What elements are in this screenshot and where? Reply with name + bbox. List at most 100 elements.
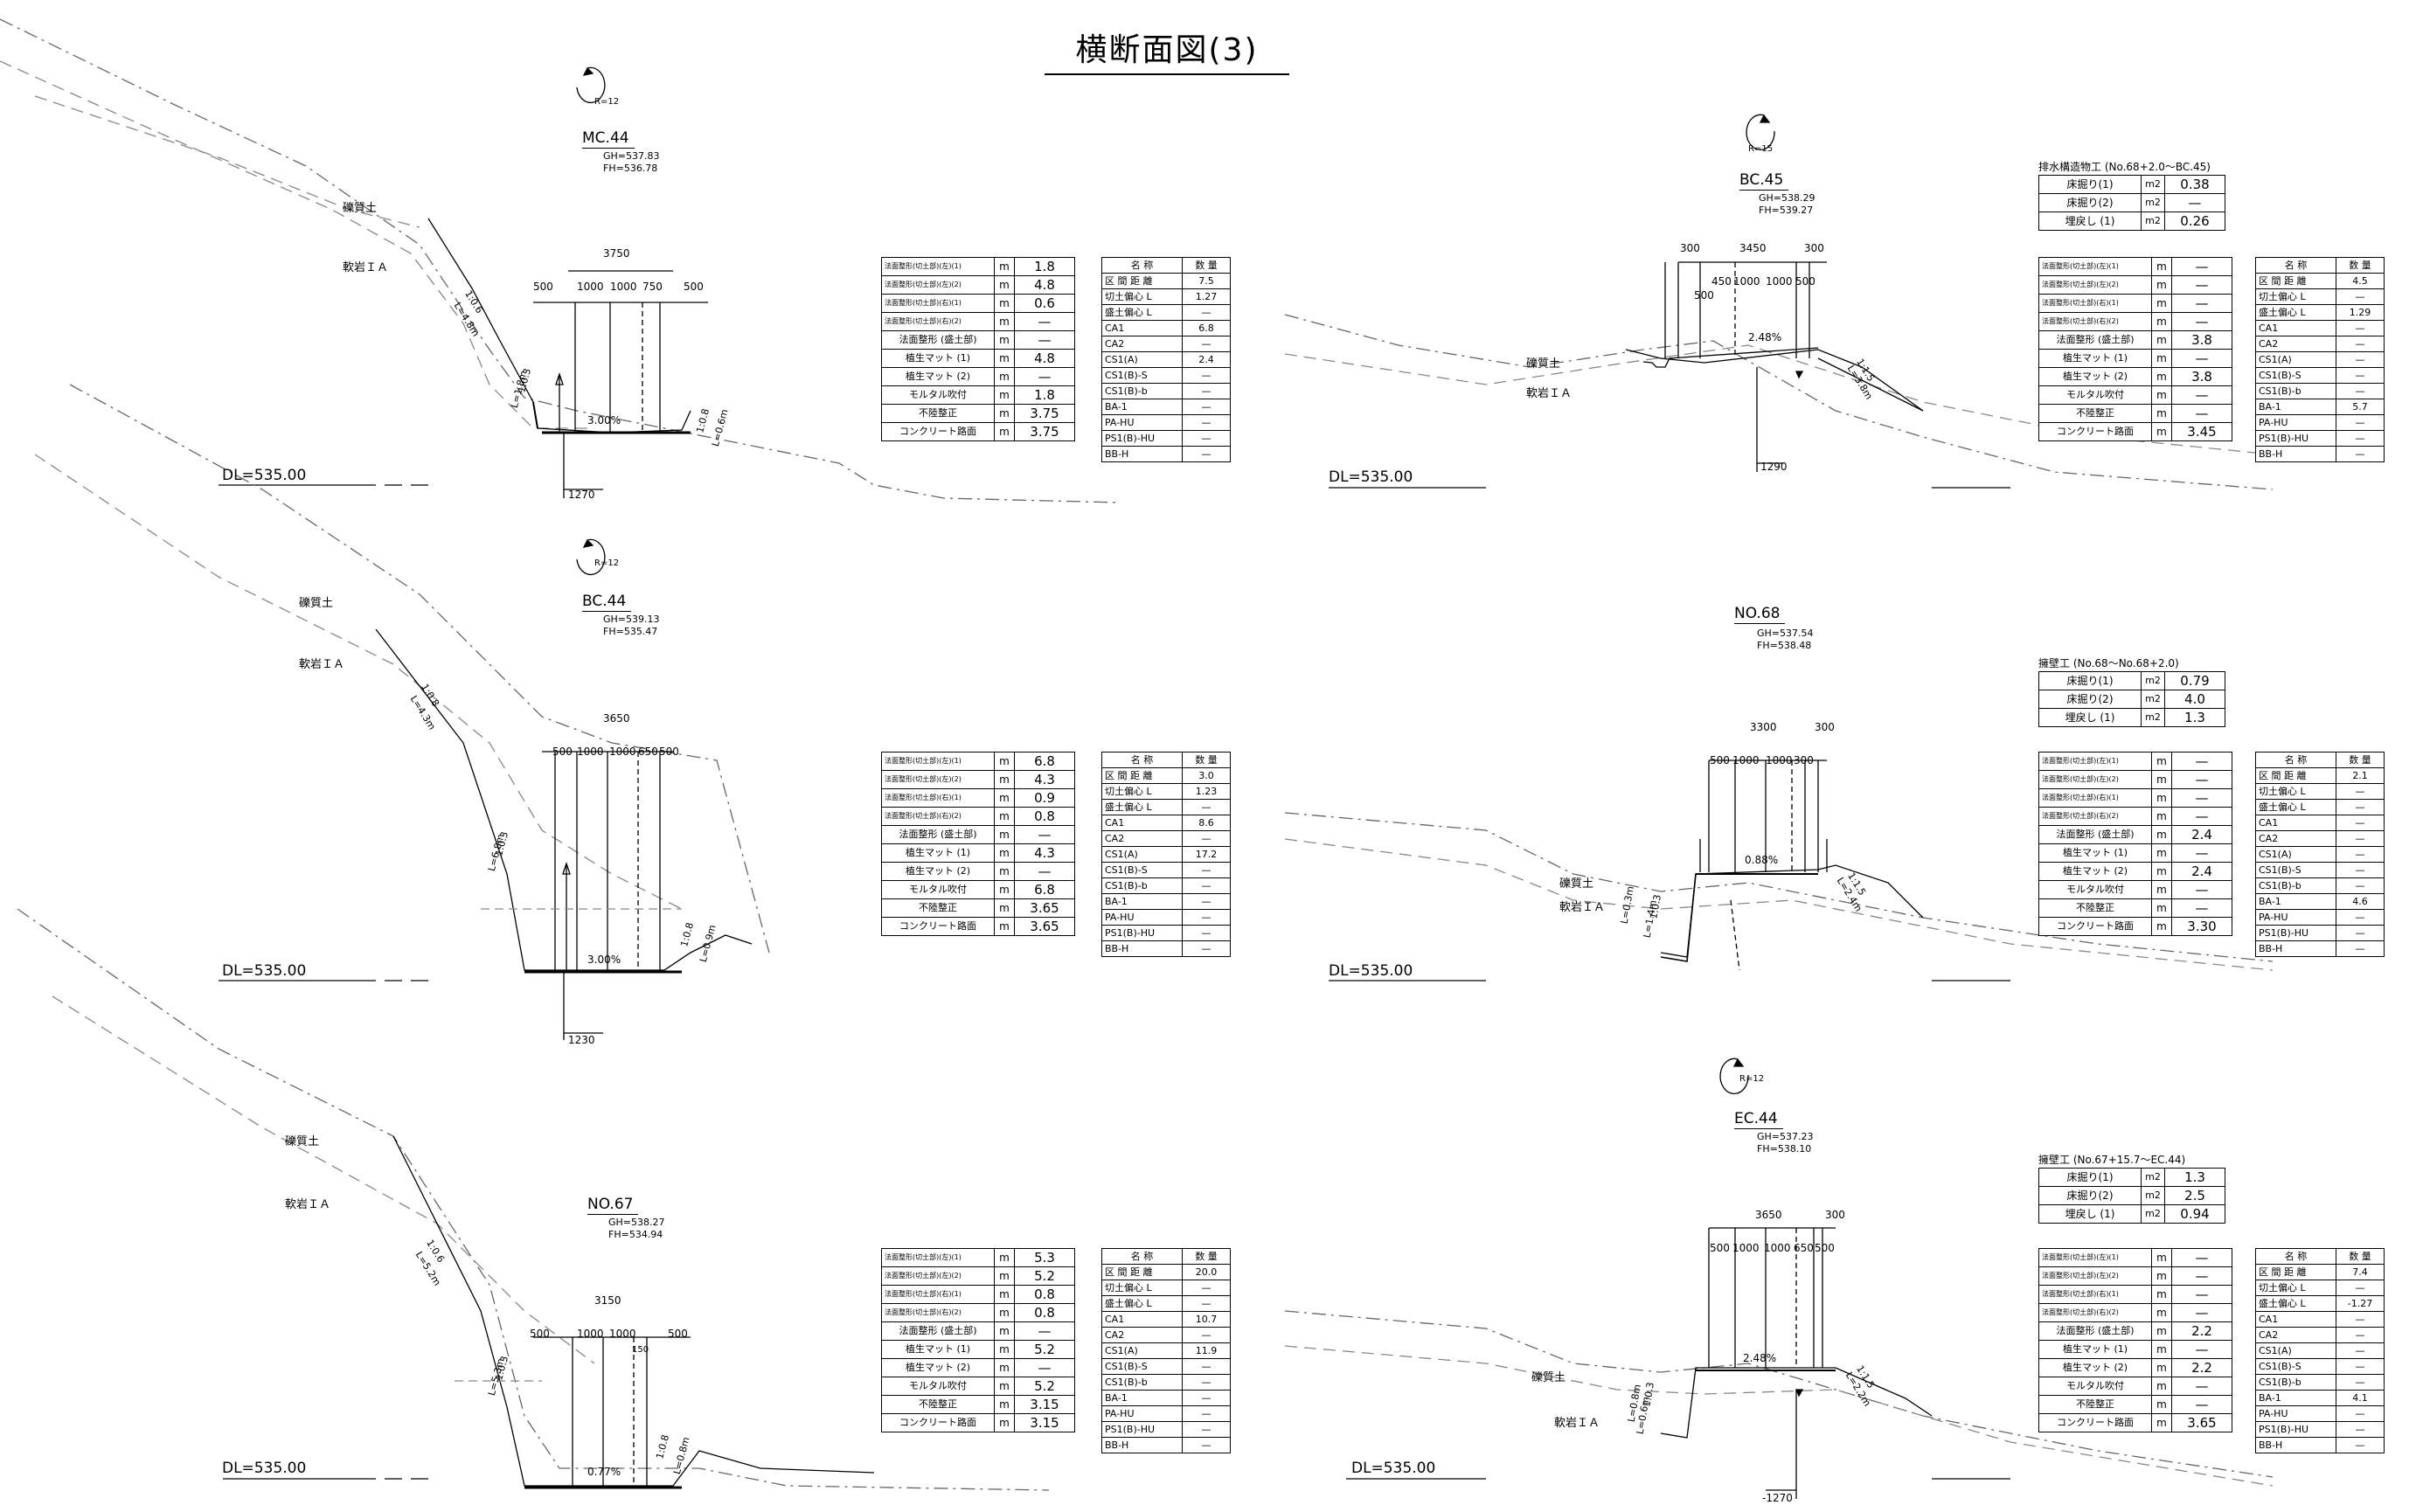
- work-item-value: —: [1014, 330, 1075, 350]
- dim-mc44-a: 500: [533, 281, 553, 293]
- quantity-item-value: —: [1182, 1374, 1231, 1391]
- gh-bc44: GH=539.13: [603, 614, 660, 625]
- work-item-value: —: [2171, 294, 2232, 313]
- quantity-item-name: 区 間 距 離: [2255, 767, 2336, 784]
- cross-slope-bc44: 3.00%: [587, 954, 621, 966]
- work-item-unit: m: [2151, 1413, 2172, 1432]
- work-item-name: 法面整形 (盛土部): [2038, 1321, 2152, 1341]
- table-row: BB-H—: [2255, 446, 2385, 462]
- soil-rock-bc44: 軟岩ＩＡ: [299, 658, 345, 671]
- work-item-name: 法面整形(切土部)(右)(1): [2038, 1285, 2152, 1304]
- work-item-name: コンクリート路面: [881, 917, 995, 936]
- quantity-item-name: CS1(B)-b: [2255, 877, 2336, 894]
- drawing-title: 横断面図(3): [1045, 24, 1289, 75]
- table-row: 切土偏心 L—: [1101, 1280, 1231, 1296]
- quantity-item-name: BA-1: [1101, 399, 1183, 415]
- dim-bc44-c: 1000: [609, 746, 636, 758]
- column-header-name: 名 称: [2255, 752, 2336, 768]
- work-item-name: コンクリート路面: [2038, 422, 2152, 441]
- dim-bc44-e: 500: [659, 746, 679, 758]
- work-item-name: 法面整形(切土部)(左)(2): [881, 275, 995, 295]
- work-item-name: 法面整形(切土部)(右)(1): [881, 1285, 995, 1304]
- dim-no67-d: 500: [668, 1328, 688, 1340]
- quantity-item-name: PS1(B)-HU: [2255, 430, 2336, 447]
- work-item-name: 不陸整正: [881, 404, 995, 423]
- work-item-unit: m: [2151, 385, 2172, 405]
- table-row: 切土偏心 L—: [2255, 783, 2385, 800]
- quantity-item-name: PS1(B)-HU: [2255, 925, 2336, 941]
- quantity-item-name: CA1: [2255, 1311, 2336, 1328]
- table-row: PA-HU—: [2255, 1405, 2385, 1422]
- work-item-value: 3.65: [1014, 898, 1075, 918]
- dim-no67-c: 1000: [609, 1328, 636, 1340]
- work-item-name: 植生マット (1): [881, 1340, 995, 1359]
- dim-bc44-a: 500: [552, 746, 573, 758]
- soil-gravel-no67: 礫質土: [285, 1135, 320, 1148]
- quantity-item-name: CS1(A): [1101, 351, 1183, 368]
- work-item-unit: m: [2151, 807, 2172, 826]
- work-item-unit: m: [2151, 1358, 2172, 1377]
- work-item-unit: m: [994, 1413, 1015, 1432]
- quantity-item-value: —: [2336, 846, 2385, 863]
- column-header-quantity: 数 量: [2336, 752, 2385, 768]
- soil-gravel-bc44: 礫質土: [299, 597, 334, 610]
- quantity-item-name: PA-HU: [2255, 909, 2336, 926]
- work-item-name: 法面整形(切土部)(左)(2): [2038, 275, 2152, 295]
- quantity-item-name: BB-H: [2255, 446, 2336, 462]
- quantity-item-name: 切土偏心 L: [2255, 1280, 2336, 1296]
- earthwork-item-value: —: [2164, 193, 2225, 212]
- work-item-value: 6.8: [1014, 880, 1075, 899]
- table-row: BA-1—: [1101, 1390, 1231, 1406]
- quantity-item-value: —: [1182, 1421, 1231, 1438]
- work-item-unit: m: [2151, 1321, 2172, 1341]
- quantity-item-value: —: [2336, 862, 2385, 878]
- quantity-item-value: —: [2336, 1358, 2385, 1375]
- work-item-value: —: [2171, 752, 2232, 771]
- quantity-item-value: —: [1182, 367, 1231, 384]
- earthwork-item-unit: m2: [2141, 1168, 2165, 1187]
- table-header-row: 名 称数 量: [1101, 1248, 1231, 1265]
- work-item-value: —: [2171, 257, 2232, 276]
- dim-bc45-b: 300: [1804, 242, 1824, 254]
- work-item-value: 4.3: [1014, 770, 1075, 789]
- table-row: PS1(B)-HU—: [2255, 430, 2385, 447]
- work-item-name: 法面整形(切土部)(右)(2): [881, 807, 995, 826]
- work-item-value: 2.2: [2171, 1358, 2232, 1377]
- quantity-item-value: 7.4: [2336, 1264, 2385, 1280]
- work-item-value: —: [2171, 788, 2232, 808]
- table-row: 床掘り(2)m2—: [2038, 193, 2225, 212]
- table-row: 植生マット (2)m—: [881, 367, 1075, 386]
- work-item-unit: m: [994, 862, 1015, 881]
- quantity-item-name: CS1(A): [2255, 846, 2336, 863]
- quantity-item-value: 4.6: [2336, 893, 2385, 910]
- dim-mc44-e: 500: [684, 281, 704, 293]
- work-item-value: —: [2171, 275, 2232, 295]
- work-item-value: 2.4: [2171, 862, 2232, 881]
- work-item-unit: m: [2151, 1303, 2172, 1322]
- dim-ec44-d: 1000: [1764, 1242, 1791, 1254]
- radius-label-ec44: R=12: [1739, 1074, 1765, 1084]
- work-item-value: 5.2: [1014, 1340, 1075, 1359]
- cross-slope-ec44: 2.48%: [1743, 1352, 1777, 1364]
- table-row: PS1(B)-HU—: [1101, 1421, 1231, 1438]
- table-row: CS1(A)—: [2255, 351, 2385, 368]
- dim-bc45-g: 500: [1694, 289, 1714, 302]
- work-item-name: 不陸整正: [2038, 404, 2152, 423]
- table-row: BA-1—: [1101, 893, 1231, 910]
- work-item-unit: m: [2151, 862, 2172, 881]
- work-item-unit: m: [994, 825, 1015, 844]
- table-row: PA-HU—: [1101, 909, 1231, 926]
- table-row: CS1(B)-S—: [1101, 1358, 1231, 1375]
